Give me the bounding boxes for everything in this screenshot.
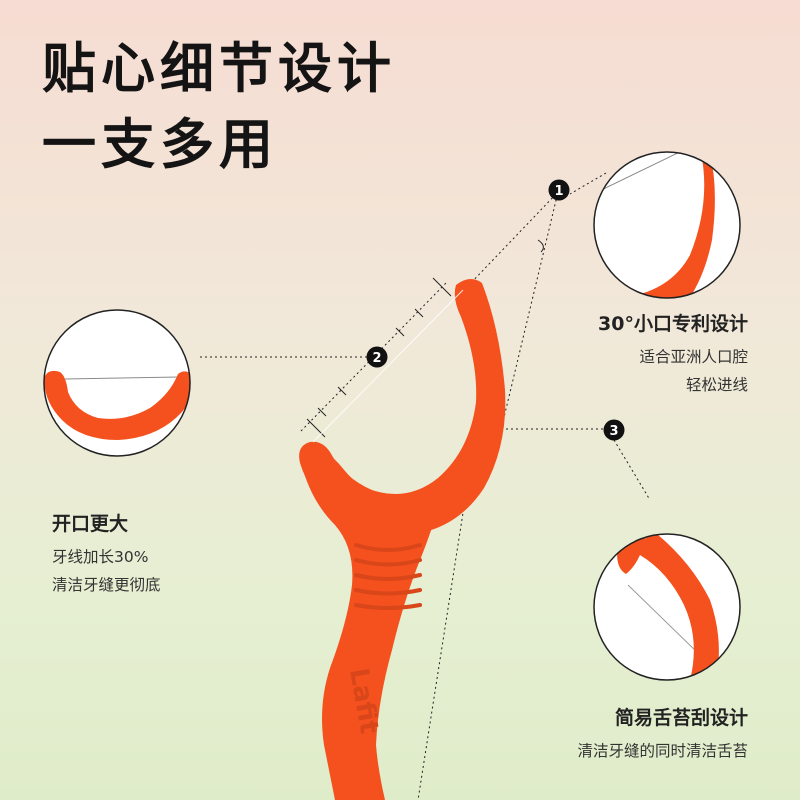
opening-feature-heading: 开口更大 — [52, 513, 129, 535]
marker-2-label: 2 — [372, 351, 381, 366]
tongue-feature-heading: 简易舌苔刮设计 — [614, 707, 748, 729]
detail-circle-angle — [593, 151, 741, 299]
marker-3: 3 — [603, 419, 625, 441]
tongue-feature-line1: 清洁牙缝的同时清洁舌苔 — [577, 742, 748, 760]
opening-feature-line1: 牙线加长30% — [52, 548, 149, 566]
flosser-handle — [301, 448, 438, 800]
marker-3-label: 3 — [609, 424, 618, 439]
opening-feature-line2: 清洁牙缝更彻底 — [52, 576, 161, 594]
marker-1: 1 — [548, 179, 570, 201]
angle-feature-line1: 适合亚洲人口腔 — [639, 348, 748, 366]
detail-circle-tongue — [593, 533, 741, 681]
guide-lines — [200, 172, 651, 800]
angle-arc — [537, 239, 544, 253]
page-title: 贴心细节设计 — [42, 37, 396, 100]
measure-ticks — [306, 277, 452, 438]
flosser-head — [299, 278, 506, 536]
marker-2: 2 — [366, 346, 388, 368]
detail-circle-opening — [43, 309, 191, 457]
page-subtitle: 一支多用 — [42, 113, 278, 176]
marker-1-label: 1 — [554, 184, 563, 199]
angle-feature-heading: 30°小口专利设计 — [598, 313, 748, 335]
grip-ridges — [354, 543, 422, 610]
floss-line — [312, 289, 464, 443]
angle-feature-line2: 轻松进线 — [685, 376, 748, 394]
